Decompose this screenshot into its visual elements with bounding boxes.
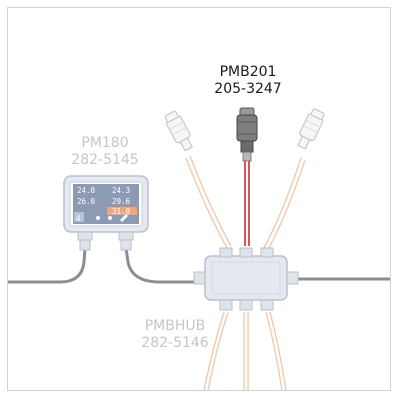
hub-part-number: 282-5146: [141, 335, 209, 351]
sensor-probe-active: [236, 107, 258, 162]
display-status-digit: 4: [76, 214, 81, 223]
display-name: PM180: [81, 135, 129, 151]
active-sensor-name: PMB201: [219, 64, 277, 80]
sensor-cable-left: [185, 155, 232, 249]
display-part-number: 282-5145: [71, 152, 139, 168]
sensor-cable-right: [263, 157, 306, 251]
display-label: PM180 282-5145: [45, 135, 165, 169]
active-sensor-part-number: 205-3247: [214, 81, 282, 97]
hub-unit: [193, 247, 299, 311]
hub-name: PMBHUB: [144, 318, 206, 334]
display-unit: [63, 175, 149, 251]
grey-cable-left: [8, 247, 210, 284]
active-sensor-cable: [244, 160, 250, 246]
hub-cable-bottom-center: [243, 312, 249, 391]
display-status-icons: [96, 214, 128, 222]
sensor-probe-right: [297, 108, 325, 150]
display-connector-left: [77, 231, 93, 251]
reading-r2-c1: 26.0: [77, 197, 96, 206]
hub-cable-bottom-right: [265, 311, 287, 392]
reading-r2-c2: 29.6: [112, 197, 131, 206]
sensor-probe-left: [164, 110, 194, 152]
reading-r3-c2: 31.0: [112, 207, 131, 216]
reading-r1-c2: 24.3: [112, 186, 130, 195]
hub-label: PMBHUB 282-5146: [115, 318, 235, 352]
reading-r1-c1: 24.0: [77, 186, 96, 195]
active-sensor-label: PMB201 205-3247: [188, 64, 308, 98]
display-connector-right: [118, 231, 134, 251]
hub-cable-bottom-left: [203, 311, 229, 392]
